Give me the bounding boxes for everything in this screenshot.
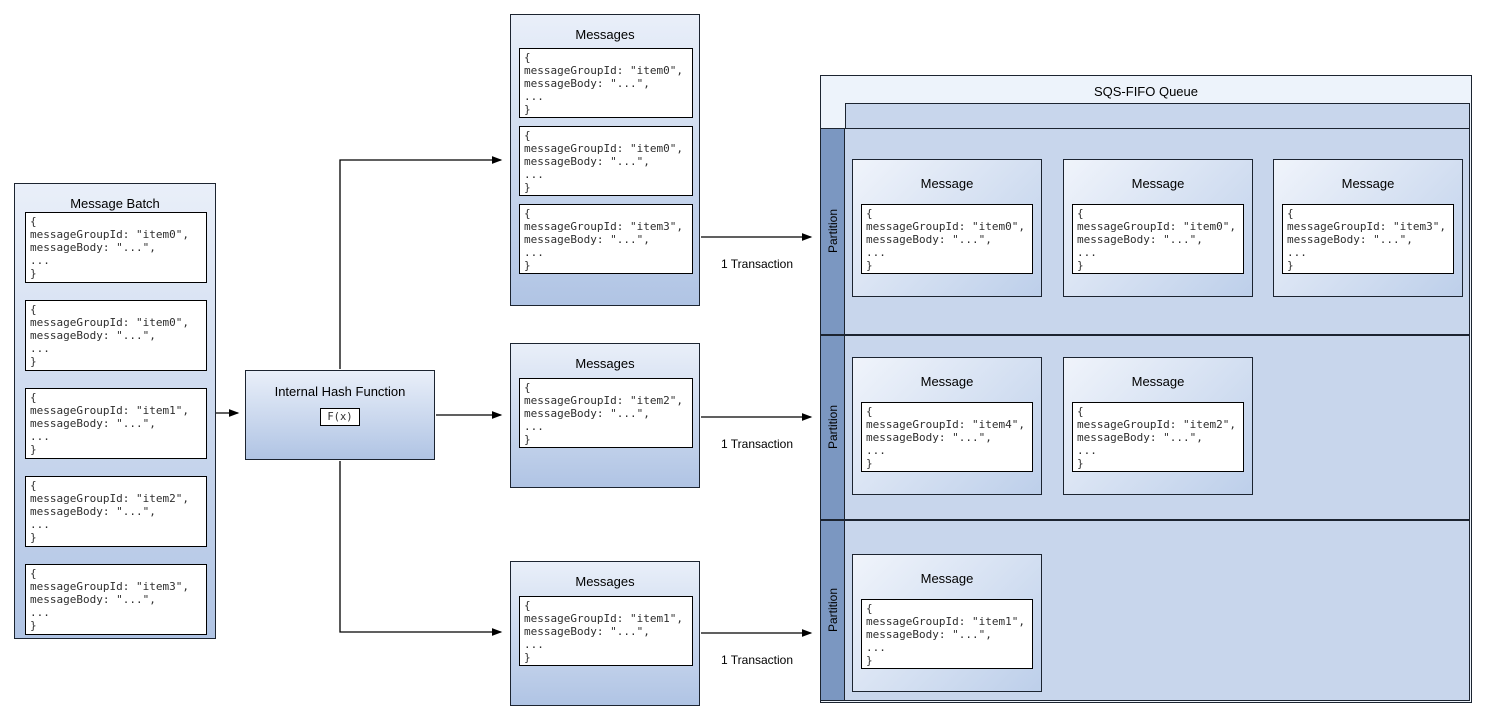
messages-group-1-title: Messages [575, 27, 635, 42]
partition2-message-card-1: Message { messageGroupId: "item4", messa… [852, 357, 1042, 495]
messages-group-2-title: Messages [575, 356, 635, 371]
partition-lane-1: Partition Message { messageGroupId: "ite… [820, 128, 1470, 335]
partition-lane-1-label: Partition [825, 209, 840, 254]
messages-group-3: Messages { messageGroupId: "item1", mess… [510, 561, 700, 706]
message-card-title: Message [1131, 176, 1185, 191]
transaction-label-1: 1 Transaction [720, 257, 794, 271]
partition-lane-3-label: Partition [825, 588, 840, 633]
message-card-json: { messageGroupId: "item2", messageBody: … [1072, 402, 1244, 472]
hash-function-box: Internal Hash Function F(x) [245, 370, 435, 460]
partition2-message-card-2: Message { messageGroupId: "item2", messa… [1063, 357, 1253, 495]
partition-lane-1-strip: Partition [821, 129, 845, 334]
partition-lane-3-strip: Partition [821, 521, 845, 700]
partition-lane-2-strip: Partition [821, 336, 845, 519]
partition1-message-card-2: Message { messageGroupId: "item0", messa… [1063, 159, 1253, 297]
messages-group-2: Messages { messageGroupId: "item2", mess… [510, 343, 700, 488]
group1-message-json-2: { messageGroupId: "item0", messageBody: … [519, 126, 693, 196]
messages-group-1: Messages { messageGroupId: "item0", mess… [510, 14, 700, 306]
message-card-json: { messageGroupId: "item1", messageBody: … [861, 599, 1033, 669]
messages-group-3-title: Messages [575, 574, 635, 589]
group2-message-json-1: { messageGroupId: "item2", messageBody: … [519, 378, 693, 448]
message-card-title: Message [920, 176, 974, 191]
arrow-hash-to-group1 [339, 156, 503, 369]
group3-message-json-1: { messageGroupId: "item1", messageBody: … [519, 596, 693, 666]
batch-message-json-4: { messageGroupId: "item2", messageBody: … [25, 476, 207, 547]
message-card-json: { messageGroupId: "item4", messageBody: … [861, 402, 1033, 472]
transaction-label-2: 1 Transaction [720, 437, 794, 451]
batch-message-json-1: { messageGroupId: "item0", messageBody: … [25, 212, 207, 283]
partition-lane-2: Partition Message { messageGroupId: "ite… [820, 335, 1470, 520]
group1-message-json-3: { messageGroupId: "item3", messageBody: … [519, 204, 693, 274]
message-batch-container: Message Batch { messageGroupId: "item0",… [14, 183, 216, 639]
message-card-title: Message [1131, 374, 1185, 389]
message-card-json: { messageGroupId: "item0", messageBody: … [861, 204, 1033, 274]
sqs-fifo-queue-title: SQS-FIFO Queue [1093, 84, 1199, 99]
message-card-json: { messageGroupId: "item0", messageBody: … [1072, 204, 1244, 274]
message-card-json: { messageGroupId: "item3", messageBody: … [1282, 204, 1454, 274]
partition1-message-card-3: Message { messageGroupId: "item3", messa… [1273, 159, 1463, 297]
transaction-label-3: 1 Transaction [720, 653, 794, 667]
group1-message-json-1: { messageGroupId: "item0", messageBody: … [519, 48, 693, 118]
message-card-title: Message [920, 571, 974, 586]
partition3-message-card-1: Message { messageGroupId: "item1", messa… [852, 554, 1042, 692]
partition-lane-2-label: Partition [825, 405, 840, 450]
partition1-message-card-1: Message { messageGroupId: "item0", messa… [852, 159, 1042, 297]
message-batch-title: Message Batch [70, 196, 160, 211]
batch-message-json-3: { messageGroupId: "item1", messageBody: … [25, 388, 207, 459]
partition-lane-3: Partition Message { messageGroupId: "ite… [820, 520, 1470, 701]
batch-message-json-2: { messageGroupId: "item0", messageBody: … [25, 300, 207, 371]
message-card-title: Message [1341, 176, 1395, 191]
hash-function-title: Internal Hash Function [274, 384, 406, 399]
arrow-hash-to-group3 [339, 461, 503, 636]
hash-function-formula: F(x) [320, 408, 360, 426]
batch-message-json-5: { messageGroupId: "item3", messageBody: … [25, 564, 207, 635]
message-card-title: Message [920, 374, 974, 389]
